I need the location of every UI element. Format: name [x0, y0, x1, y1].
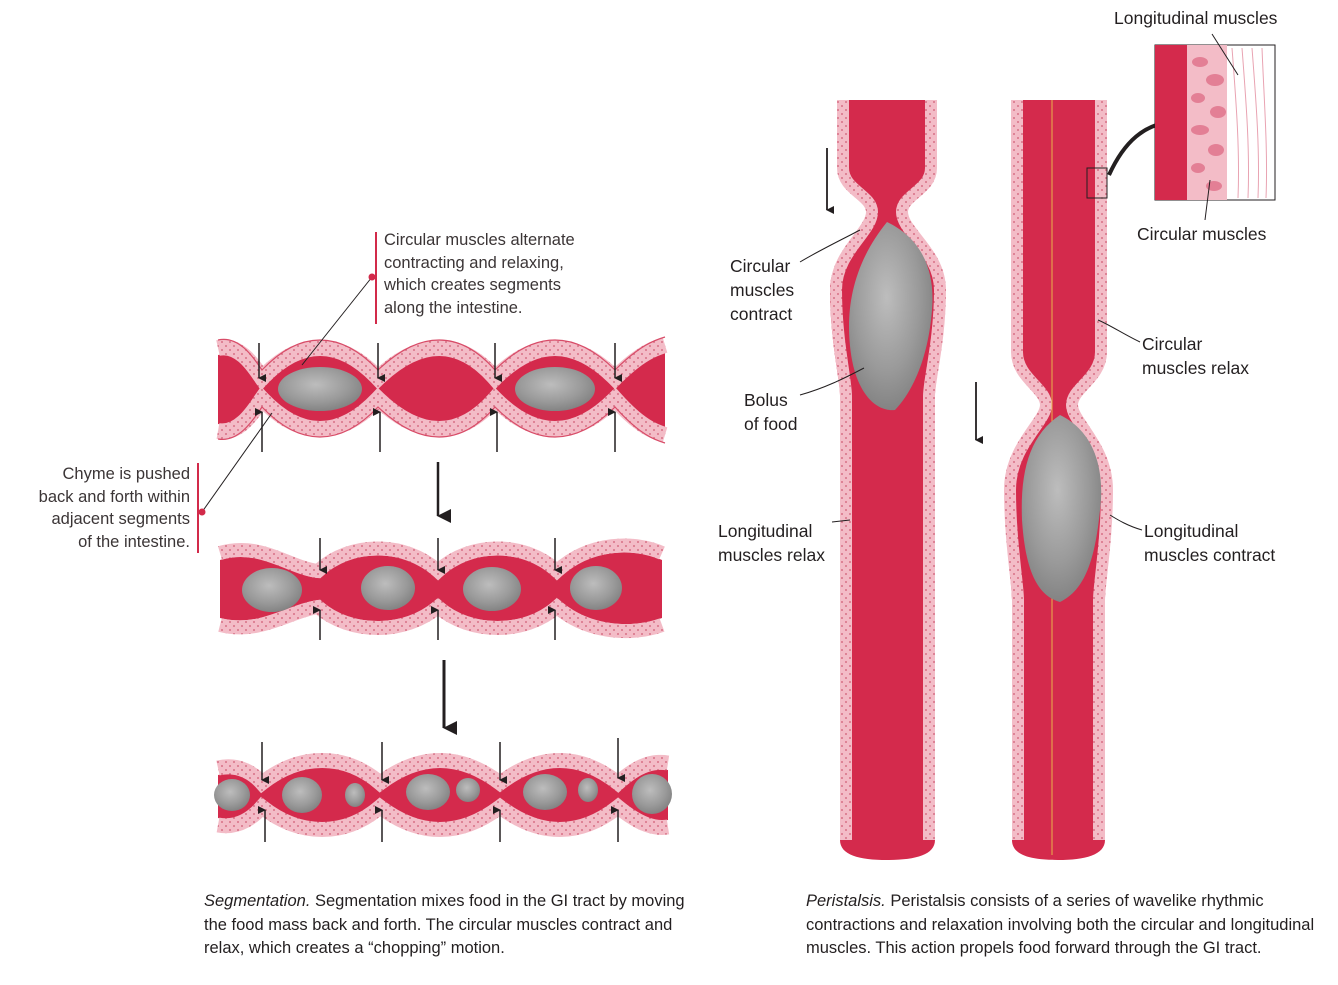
label-line: muscles relax	[718, 543, 825, 567]
label-line: which creates segments	[384, 274, 575, 297]
label-line: Circular muscles alternate	[384, 229, 575, 252]
chyme-mass	[406, 774, 450, 810]
label-line: Longitudinal	[1144, 519, 1275, 543]
chyme-mass	[570, 566, 622, 610]
peristalsis-tube-left	[827, 100, 976, 860]
chyme-mass	[523, 774, 567, 810]
label-line: muscles	[730, 278, 794, 302]
label-circular-contract: Circular muscles contract	[730, 254, 794, 326]
label-line: back and forth within	[39, 486, 190, 509]
label-line: contracting and relaxing,	[384, 252, 575, 275]
chyme-mass	[214, 779, 250, 811]
label-line: Circular	[1142, 332, 1249, 356]
label-chyme: Chyme is pushed back and forth within ad…	[39, 463, 190, 553]
segmentation-caption: Segmentation. Segmentation mixes food in…	[204, 890, 704, 961]
callout-bar	[375, 232, 377, 324]
segmentation-strip-2	[220, 538, 662, 640]
label-line: of the intestine.	[39, 531, 190, 554]
chyme-mass	[345, 783, 365, 807]
chyme-mass	[361, 566, 415, 610]
segmentation-strip-3	[214, 738, 672, 842]
muscle-inset	[1155, 34, 1275, 220]
caption-title: Peristalsis.	[806, 892, 886, 910]
chyme-mass	[278, 367, 362, 411]
label-line: Longitudinal	[718, 519, 825, 543]
label-circular-relax: Circular muscles relax	[1142, 332, 1249, 380]
chyme-mass	[632, 774, 672, 814]
label-line: Circular	[730, 254, 794, 278]
label-longitudinal-contract: Longitudinal muscles contract	[1144, 519, 1275, 567]
label-circular-alternate: Circular muscles alternate contracting a…	[384, 229, 575, 319]
label-line: of food	[744, 412, 798, 436]
peristalsis-caption: Peristalsis. Peristalsis consists of a s…	[806, 890, 1334, 961]
label-line: muscles relax	[1142, 356, 1249, 380]
label-longitudinal-relax: Longitudinal muscles relax	[718, 519, 825, 567]
chyme-mass	[242, 568, 302, 612]
label-longitudinal-muscles: Longitudinal muscles	[1114, 6, 1277, 30]
label-line: adjacent segments	[39, 508, 190, 531]
chyme-mass	[282, 777, 322, 813]
chyme-mass	[578, 778, 598, 802]
peristalsis-tube-right	[1005, 100, 1186, 860]
chyme-mass	[515, 367, 595, 411]
caption-title: Segmentation.	[204, 892, 310, 910]
label-line: muscles contract	[1144, 543, 1275, 567]
label-circular-muscles: Circular muscles	[1137, 222, 1266, 246]
chyme-mass	[463, 567, 521, 611]
chyme-mass	[456, 778, 480, 802]
label-line: along the intestine.	[384, 297, 575, 320]
segmentation-strip-1	[218, 337, 665, 452]
label-line: Bolus	[744, 388, 798, 412]
label-line: Chyme is pushed	[39, 463, 190, 486]
callout-bar	[197, 463, 199, 553]
label-bolus: Bolus of food	[744, 388, 798, 436]
label-line: contract	[730, 302, 794, 326]
